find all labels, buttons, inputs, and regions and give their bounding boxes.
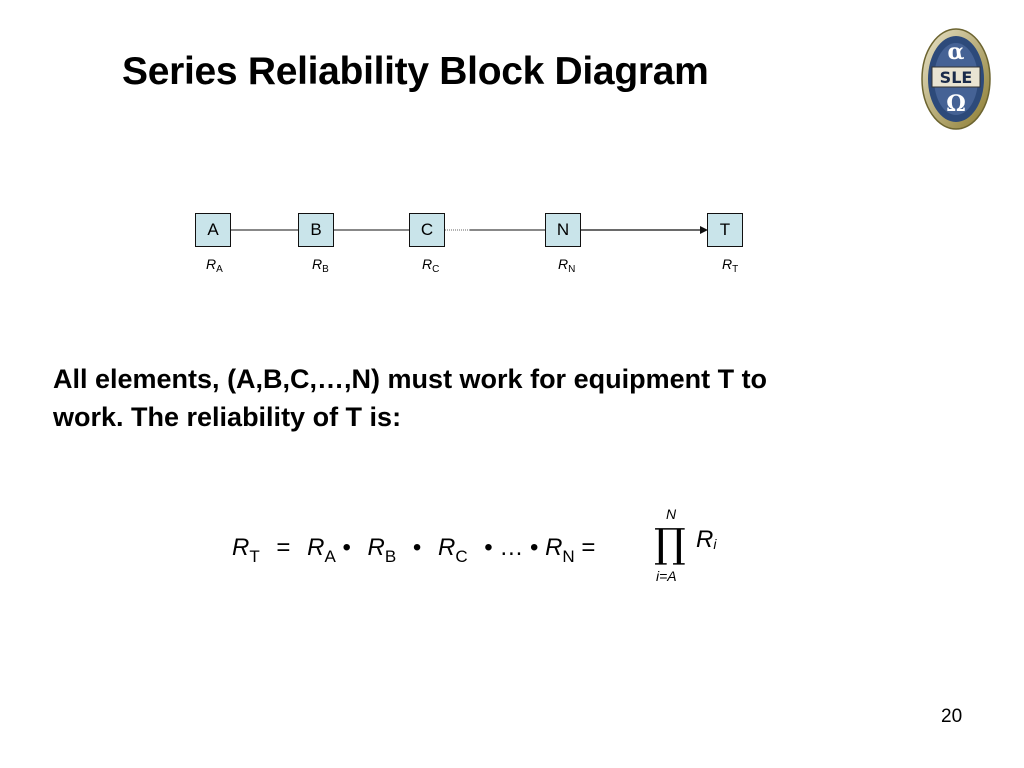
equals-sign: = — [276, 534, 291, 561]
body-line-1: All elements, (A,B,C,…,N) must work for … — [53, 364, 768, 394]
term-a-var: R — [307, 534, 325, 561]
product-lower-limit: i=A — [656, 568, 677, 584]
ellipsis-dots: • … • — [484, 534, 539, 561]
reliability-label-n: RN — [558, 256, 576, 275]
reliability-label-c: RC — [422, 256, 440, 275]
reliability-label-a: RA — [206, 256, 223, 275]
arrowhead-icon — [700, 226, 708, 234]
block-c: C — [409, 213, 445, 247]
product-notation: N ∏ Ri i=A — [650, 506, 730, 586]
sle-logo: α SLE Ω — [921, 28, 991, 130]
reliability-formula: RT = RA • RB • RC • … • RN = — [232, 534, 595, 574]
term-n-var: R — [545, 534, 563, 561]
body-text: All elements, (A,B,C,…,N) must work for … — [53, 360, 983, 436]
svg-text:α: α — [948, 39, 965, 65]
term-n-sub: N — [562, 547, 575, 566]
block-n: N — [545, 213, 581, 247]
term-b-var: R — [367, 534, 385, 561]
dot-2: • — [412, 534, 422, 561]
diagram-connectors — [231, 226, 708, 234]
term-c-var: R — [437, 534, 456, 561]
block-b: B — [298, 213, 334, 247]
term-b-sub: B — [384, 547, 397, 566]
body-line-2: work. The reliability of T is: — [53, 402, 402, 432]
block-t: T — [707, 213, 743, 247]
logo-letters: SLE — [940, 68, 973, 87]
lhs-sub: T — [249, 547, 260, 566]
product-term: Ri — [696, 526, 717, 553]
reliability-label-t: RT — [722, 256, 739, 275]
reliability-label-b: RB — [312, 256, 329, 275]
product-symbol: ∏ — [654, 521, 686, 567]
block-a: A — [195, 213, 231, 247]
svg-text:Ω: Ω — [946, 91, 966, 117]
term-a-sub: A — [324, 547, 336, 566]
equals-sign-2: = — [581, 534, 596, 561]
dot-1: • — [342, 534, 351, 561]
slide-title: Series Reliability Block Diagram — [122, 50, 709, 93]
term-c-sub: C — [455, 547, 468, 566]
product-upper-limit: N — [666, 506, 677, 522]
lhs-var: R — [232, 534, 250, 561]
page-number: 20 — [941, 706, 963, 727]
series-block-diagram: A B C N T RA RB RC RN RT — [0, 0, 1024, 300]
